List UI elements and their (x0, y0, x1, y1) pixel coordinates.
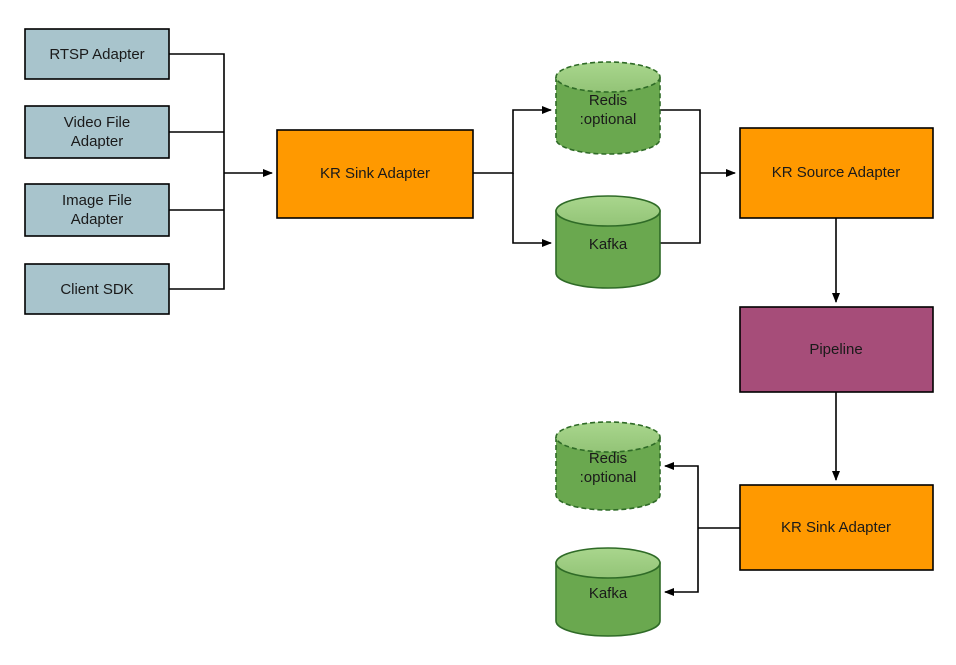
node-client-sdk[interactable]: Client SDK (24, 263, 170, 315)
edge-sink-to-redis-bot (664, 462, 699, 528)
edge-redis-to-source (660, 109, 701, 173)
edge-clientsdk-to-bus (169, 173, 225, 290)
node-rtsp-adapter[interactable]: RTSP Adapter (24, 28, 170, 80)
node-kafka-top[interactable]: Kafka (555, 195, 661, 289)
edge-sink-to-kafka-bot (664, 528, 699, 596)
node-pipeline[interactable]: Pipeline (739, 306, 934, 393)
node-kr-sink-adapter-top[interactable]: KR Sink Adapter (276, 129, 474, 219)
edge-rtsp-to-bus (169, 53, 225, 173)
edge-layer (169, 53, 840, 596)
node-redis-top[interactable]: Redis:optional (555, 61, 661, 155)
edge-sink-to-kafka-top (512, 173, 552, 247)
edge-kafka-to-source (660, 173, 701, 244)
edge-sink-to-redis-top (473, 106, 552, 174)
node-kr-source-adapter[interactable]: KR Source Adapter (739, 127, 934, 219)
node-kr-sink-adapter-bottom[interactable]: KR Sink Adapter (739, 484, 934, 571)
node-redis-bottom[interactable]: Redis:optional (555, 421, 661, 511)
node-kafka-bottom[interactable]: Kafka (555, 547, 661, 637)
